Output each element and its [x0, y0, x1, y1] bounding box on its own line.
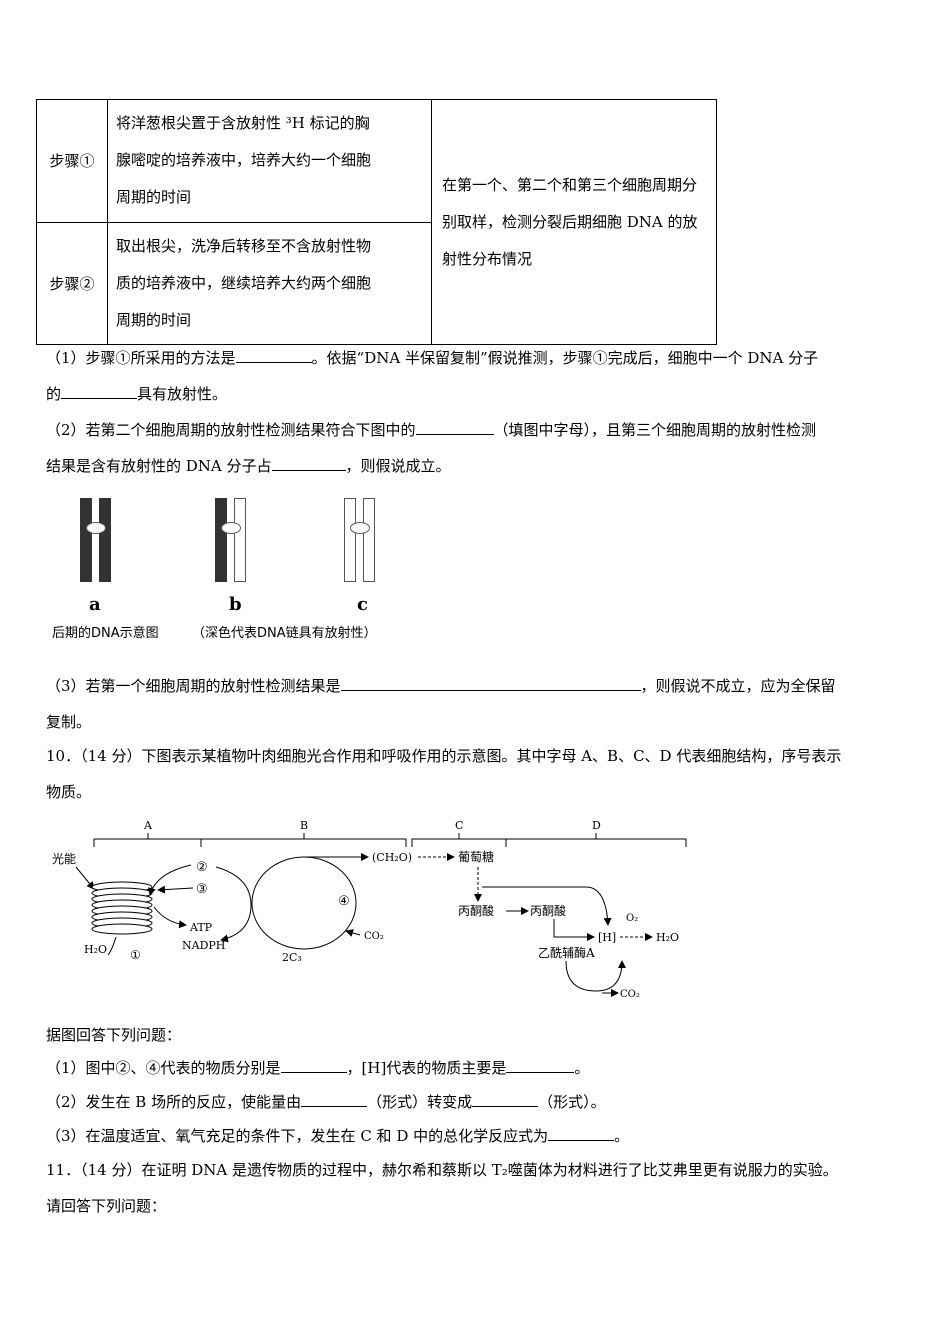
step1-label: 步骤①	[36, 99, 108, 223]
step2-label: 步骤②	[36, 221, 108, 345]
q10-intro-line1: 10．（14 分）下图表示某植物叶肉细胞光合作用和呼吸作用的示意图。其中字母 A…	[46, 747, 842, 765]
q9-part1-line2: 的具有放射性。	[46, 384, 228, 403]
arrow-to-2	[147, 864, 192, 896]
substance-2-label: ②	[196, 860, 208, 875]
atp-label: ATP	[189, 921, 213, 934]
light-energy-label: 光能	[52, 852, 76, 866]
energy-cycle-arrow	[215, 866, 252, 943]
substance-4-label: ④	[338, 894, 350, 909]
dna-figure: a b c 后期的DNA示意图 （深色代表DNA链具有放射性）	[46, 490, 426, 650]
c3-label: 2C₃	[282, 951, 302, 964]
step1-line: 腺嘧啶的培养液中，培养大约一个细胞	[116, 151, 372, 170]
nadph-label: NADPH	[182, 939, 225, 952]
q10-part3: （3）在温度适宜、氧气充足的条件下，发生在 C 和 D 中的总化学反应式为。	[46, 1126, 630, 1145]
q9-part2-line2: 结果是含有放射性的 DNA 分子占，则假说成立。	[46, 456, 451, 475]
water-arrow	[107, 936, 117, 956]
q9-part1-line1: （1）步骤①所采用的方法是。依据“DNA 半保留复制”假说推测，步骤①完成后，细…	[46, 348, 819, 367]
o2-label: O₂	[626, 913, 638, 924]
answer-blank	[235, 348, 312, 363]
step2-line: 质的培养液中，继续培养大约两个细胞	[116, 273, 372, 292]
answer-blank	[340, 676, 641, 691]
figure-caption-left: 后期的DNA示意图	[52, 626, 159, 641]
dna-c-strand-right	[363, 498, 375, 582]
q9-part3-line1: （3）若第一个细胞周期的放射性检测结果是，则假说不成立，应为全保留	[46, 676, 836, 695]
step2-description: 取出根尖，洗净后转移至不含放射性物 质的培养液中，继续培养大约两个细胞 周期的时…	[107, 221, 432, 345]
dna-a-strand-left	[80, 498, 92, 582]
co2-b-label: CO₂	[364, 931, 384, 942]
detection-line: 在第一个、第二个和第三个细胞周期分	[442, 175, 698, 194]
q11-intro-line2: 请回答下列问题：	[46, 1197, 167, 1215]
experiment-steps-table: 步骤① 将洋葱根尖置于含放射性 ³H 标记的胸 腺嘧啶的培养液中，培养大约一个细…	[36, 99, 717, 345]
h-label: [H]	[598, 931, 616, 944]
answer-blank	[61, 384, 138, 399]
cell-metabolism-diagram: A B C D 光能 H₂O ① ② ③ ATP NADPH ④ 2C₃ CO₂…	[52, 819, 687, 1000]
pyruvate-to-h-arrow	[553, 919, 595, 941]
pyruvate-label-2: 丙酮酸	[530, 903, 566, 918]
detection-description: 在第一个、第二个和第三个细胞周期分 别取样，检测分裂后期细胞 DNA 的放 射性…	[431, 99, 717, 345]
light-arrow	[75, 866, 95, 890]
q10-intro-line2: 物质。	[46, 783, 92, 801]
section-label-a: A	[143, 819, 153, 832]
section-label-d: D	[592, 819, 601, 832]
detection-line: 别取样，检测分裂后期细胞 DNA 的放	[442, 212, 698, 231]
substance-1-label: ①	[130, 948, 141, 962]
acetyl-coa-label: 乙酰辅酶A	[538, 945, 595, 960]
h2o-out-label: H₂O	[656, 931, 679, 944]
step1-line: 将洋葱根尖置于含放射性 ³H 标记的胸	[116, 114, 370, 133]
q10-lead: 据图回答下列问题：	[46, 1026, 182, 1044]
centromere	[221, 522, 241, 534]
section-label-b: B	[300, 819, 308, 832]
step1-description: 将洋葱根尖置于含放射性 ³H 标记的胸 腺嘧啶的培养液中，培养大约一个细胞 周期…	[107, 99, 432, 223]
arrow-from-3	[157, 885, 194, 894]
q9-part3-line2: 复制。	[46, 713, 92, 731]
arrow-to-atp	[153, 906, 187, 929]
q11-intro-line1: 11．（14 分）在证明 DNA 是遗传物质的过程中，赫尔希和蔡斯以 T₂噬菌体…	[46, 1161, 838, 1179]
pyruvate-label-1: 丙酮酸	[458, 903, 494, 918]
co2-d-label: CO₂	[620, 989, 640, 1000]
calvin-cycle	[251, 856, 357, 950]
q10-part1: （1）图中②、④代表的物质分别是，[H]代表的物质主要是。	[46, 1058, 590, 1077]
step1-line: 周期的时间	[116, 188, 192, 207]
detection-line: 射性分布情况	[442, 249, 533, 268]
answer-blank	[548, 1126, 615, 1141]
label-a: a	[89, 594, 101, 615]
answer-blank	[472, 1092, 539, 1107]
dna-c-strand-left	[344, 498, 356, 582]
answer-blank	[301, 1092, 368, 1107]
figure-caption-right: （深色代表DNA链具有放射性）	[192, 626, 377, 641]
centromere	[86, 522, 106, 534]
glucose-label: 葡萄糖	[458, 849, 494, 864]
answer-blank	[280, 1058, 347, 1073]
section-label-c: C	[455, 819, 463, 832]
answer-blank	[271, 456, 346, 471]
q9-part2-line1: （2）若第二个细胞周期的放射性检测结果符合下图中的（填图中字母），且第三个细胞周…	[46, 420, 817, 439]
glucose-to-h-arrow	[482, 886, 612, 926]
substance-3-label: ③	[196, 882, 208, 897]
label-c: c	[357, 594, 368, 615]
co2-in-arrow	[345, 929, 361, 937]
step2-line: 周期的时间	[116, 310, 192, 329]
label-b: b	[229, 594, 242, 615]
dna-b-strand-left	[215, 498, 227, 582]
section-brackets	[93, 833, 687, 847]
step2-line: 取出根尖，洗净后转移至不含放射性物	[116, 236, 372, 255]
answer-blank	[415, 420, 494, 435]
dna-a-strand-right	[99, 498, 111, 582]
thylakoid-stack	[91, 881, 153, 935]
dna-b-strand-right	[234, 498, 246, 582]
centromere	[350, 522, 370, 534]
q10-part2: （2）发生在 B 场所的反应，使能量由（形式）转变成（形式）。	[46, 1092, 606, 1111]
h2o-label: H₂O	[84, 943, 107, 956]
ch2o-label: (CH₂O)	[372, 851, 412, 864]
krebs-cycle-arrow	[565, 960, 626, 992]
answer-blank	[506, 1058, 575, 1073]
